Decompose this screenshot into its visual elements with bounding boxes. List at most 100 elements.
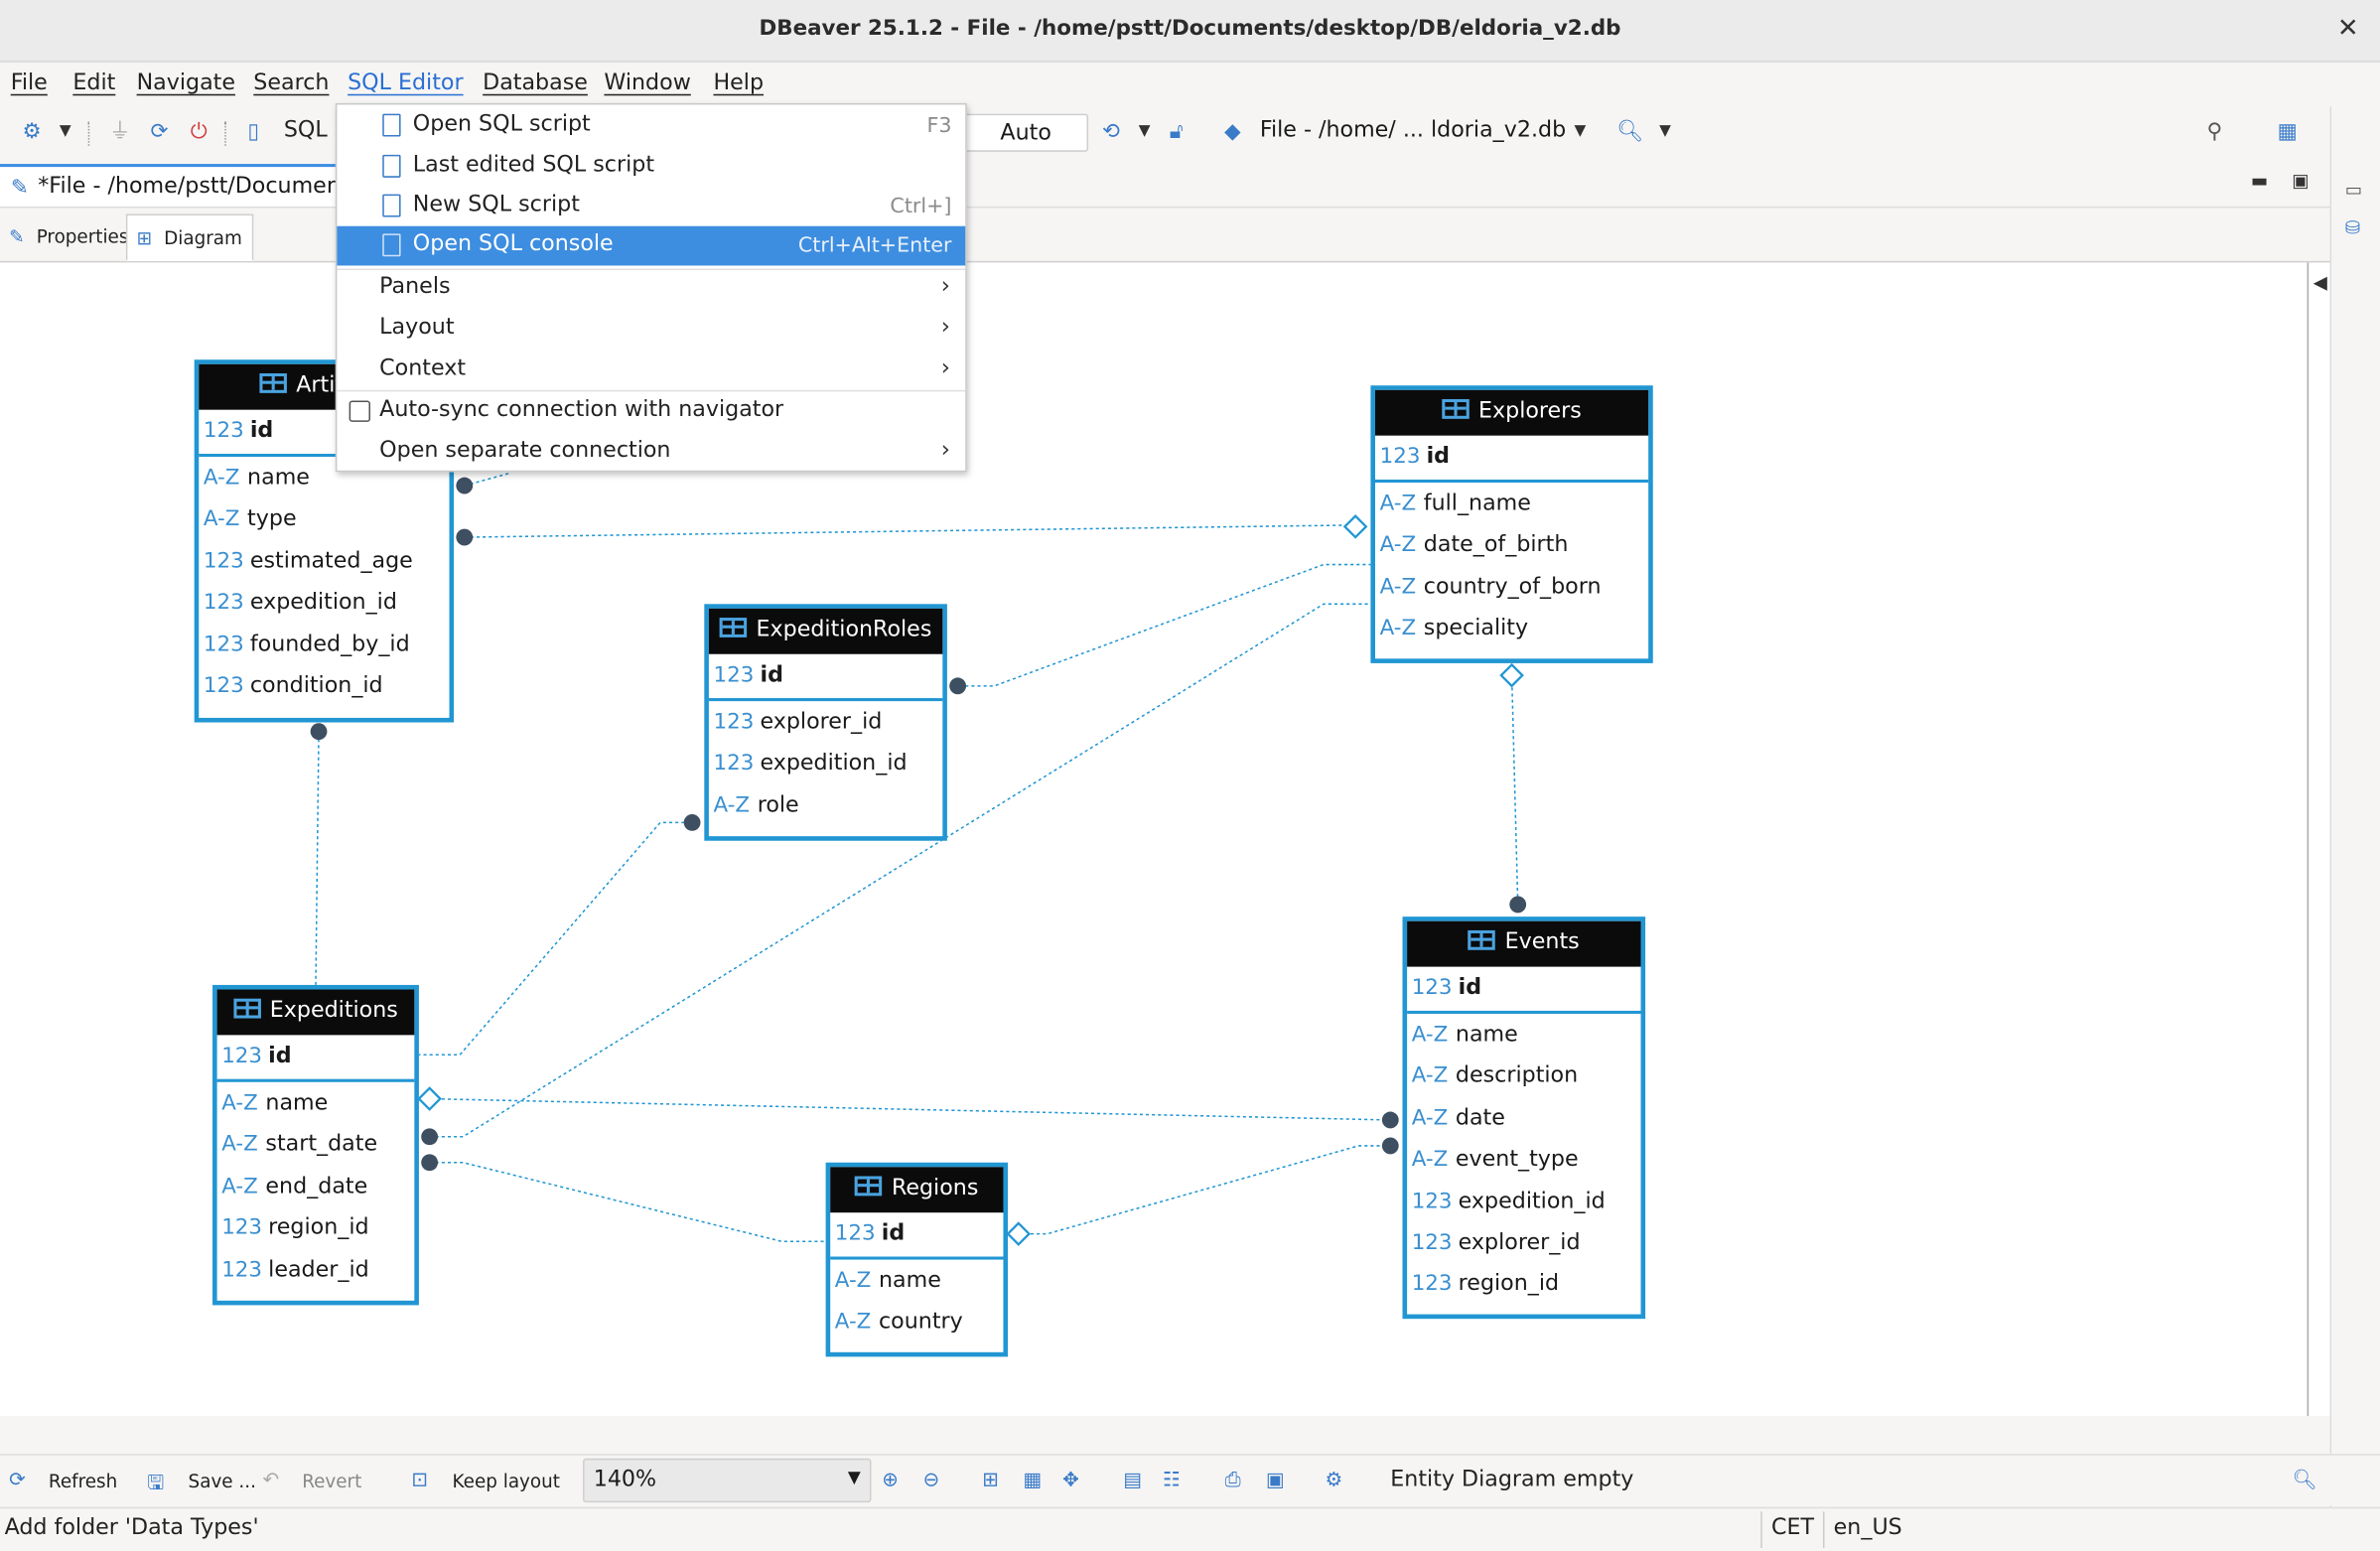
entity-header[interactable]: Explorers [1375, 389, 1649, 436]
chevron-down-icon[interactable]: ▼ [59, 122, 71, 140]
transaction-log-icon[interactable]: ⟲ [1102, 119, 1120, 145]
editor-tab-eldoria[interactable]: ✎ *File - /home/pstt/Documents/desktop/D… [0, 164, 651, 207]
menu-item-open-sql-script[interactable]: Open SQL script F3 [337, 106, 965, 146]
notation-icon[interactable]: ▤ [1123, 1469, 1143, 1492]
print-icon[interactable]: ⎙ [1224, 1469, 1241, 1492]
entity-header[interactable]: Regions [830, 1167, 1004, 1213]
status-locale[interactable]: en_US [1833, 1515, 1902, 1541]
settings-gear-icon[interactable]: ⚙ [1325, 1469, 1343, 1492]
layout-icon[interactable]: ⊡ [411, 1469, 428, 1492]
commit-mode-selector[interactable]: Auto [960, 113, 1089, 152]
zoom-level-selector[interactable]: 140% ▼ [583, 1458, 872, 1503]
menu-file[interactable]: File [10, 70, 48, 96]
tab-properties[interactable]: ✎ Properties [0, 214, 138, 261]
connect-icon[interactable]: ⏚ [109, 119, 131, 145]
collapse-panel-icon[interactable]: ◀ [2312, 271, 2327, 293]
chevron-down-icon[interactable]: ▼ [1138, 122, 1151, 140]
active-connection-selector[interactable]: File - /home/ ... ldoria_v2.db [1259, 118, 1567, 143]
minimize-icon[interactable]: ▬ [2251, 170, 2269, 192]
perspective-icon[interactable]: ▦ [2277, 119, 2298, 145]
zoom-out-icon[interactable]: ⊖ [922, 1469, 940, 1492]
revert-button[interactable]: Revert [302, 1471, 362, 1492]
search-icon[interactable]: 🔍︎ [2292, 1469, 2317, 1492]
entity-artifacts[interactable]: Artifacts123idA-ZnameA-Ztype123estimated… [194, 359, 455, 723]
reconnect-icon[interactable]: ⟳ [150, 119, 169, 145]
search-icon[interactable]: 🔍︎ [1616, 119, 1644, 145]
new-connection-icon[interactable]: ⚙ [22, 119, 42, 145]
status-timezone[interactable]: CET [1770, 1515, 1815, 1541]
arrange-icon[interactable]: ⊞ [982, 1469, 999, 1492]
menu-item-last-edited-sql-script[interactable]: Last edited SQL script [337, 147, 965, 187]
attributes-icon[interactable]: ☷ [1162, 1469, 1181, 1492]
restore-icon[interactable]: ▭ [2344, 179, 2363, 201]
database-navigator-icon[interactable]: ⛁ [2344, 216, 2361, 238]
maximize-icon[interactable]: ▣ [2292, 170, 2310, 192]
menu-database[interactable]: Database [483, 70, 588, 96]
menu-item-new-sql-script[interactable]: New SQL script Ctrl+] [337, 187, 965, 226]
menu-window[interactable]: Window [604, 70, 691, 96]
menu-edit[interactable]: Edit [72, 70, 116, 96]
sql-button[interactable]: SQL [283, 118, 328, 143]
menu-help[interactable]: Help [713, 70, 765, 96]
refresh-icon[interactable]: ⟳ [9, 1469, 26, 1492]
export-image-icon[interactable]: ▣ [1265, 1469, 1285, 1492]
grid-icon[interactable]: ▦ [1023, 1469, 1043, 1492]
tab-diagram[interactable]: ⊞ Diagram [125, 213, 253, 261]
menu-item-layout[interactable]: Layout › [337, 310, 965, 350]
close-icon[interactable]: ✕ [2336, 13, 2359, 45]
chevron-down-icon[interactable]: ▼ [1659, 122, 1671, 140]
auto-sync-checkbox[interactable] [349, 400, 371, 422]
menu-item-auto-sync-connection[interactable]: Auto-sync connection with navigator [337, 391, 965, 431]
menu-item-open-separate-connection[interactable]: Open separate connection › [337, 433, 965, 473]
menu-item-panels[interactable]: Panels › [337, 269, 965, 309]
entity-header[interactable]: ExpeditionRoles [708, 608, 943, 654]
menu-sql-editor[interactable]: SQL Editor [348, 70, 464, 96]
menu-navigate[interactable]: Navigate [136, 70, 236, 96]
lock-icon[interactable]: 🔓︎ [1169, 119, 1184, 145]
zoom-in-icon[interactable]: ⊕ [882, 1469, 899, 1492]
disconnect-icon[interactable]: ⏻ [190, 119, 208, 145]
keep-layout-button[interactable]: Keep layout [452, 1471, 560, 1492]
refresh-button[interactable]: Refresh [48, 1471, 118, 1492]
save-icon[interactable]: 🖫︎ [147, 1472, 165, 1495]
canvas-scroll-edge[interactable]: ◀ [2307, 262, 2330, 1416]
menu-search[interactable]: Search [253, 70, 330, 96]
